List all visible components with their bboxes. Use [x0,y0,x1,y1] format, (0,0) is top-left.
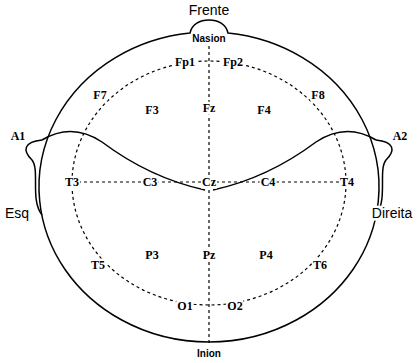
midline [208,46,209,346]
electrode-label: P4 [258,249,273,262]
direction-label: Frente [188,3,230,18]
electrode-label: F4 [256,104,271,117]
side-label: Esq [4,206,30,221]
electrode-label: T5 [90,259,106,272]
electrode-label: A1 [10,130,27,143]
electrode-label: Fp1 [174,56,196,69]
electrode-label: F3 [144,104,159,117]
electrode-label: T4 [339,176,355,189]
electrode-label: Fp2 [222,56,244,69]
landmark-label: Inion [196,349,222,360]
left-ear [26,140,42,215]
electrode-label: P3 [144,249,159,262]
electrode-label: Cz [201,176,217,189]
electrode-label: O2 [226,300,243,313]
headband-left [42,131,205,190]
electrode-label: T6 [312,259,328,272]
right-ear [376,140,392,215]
electrode-label: C3 [142,176,159,189]
electrode-label: Fz [202,102,217,115]
side-label: Direita [371,206,413,221]
electrode-label: A2 [392,130,409,143]
electrode-label: F8 [310,89,325,102]
headband-right [213,131,376,190]
electrode-label: T3 [64,176,80,189]
electrode-label: Pz [202,249,217,262]
electrode-label: O1 [176,300,193,313]
electrode-label: F7 [92,89,107,102]
landmark-label: Nasion [191,34,226,45]
electrode-label: C4 [260,176,277,189]
